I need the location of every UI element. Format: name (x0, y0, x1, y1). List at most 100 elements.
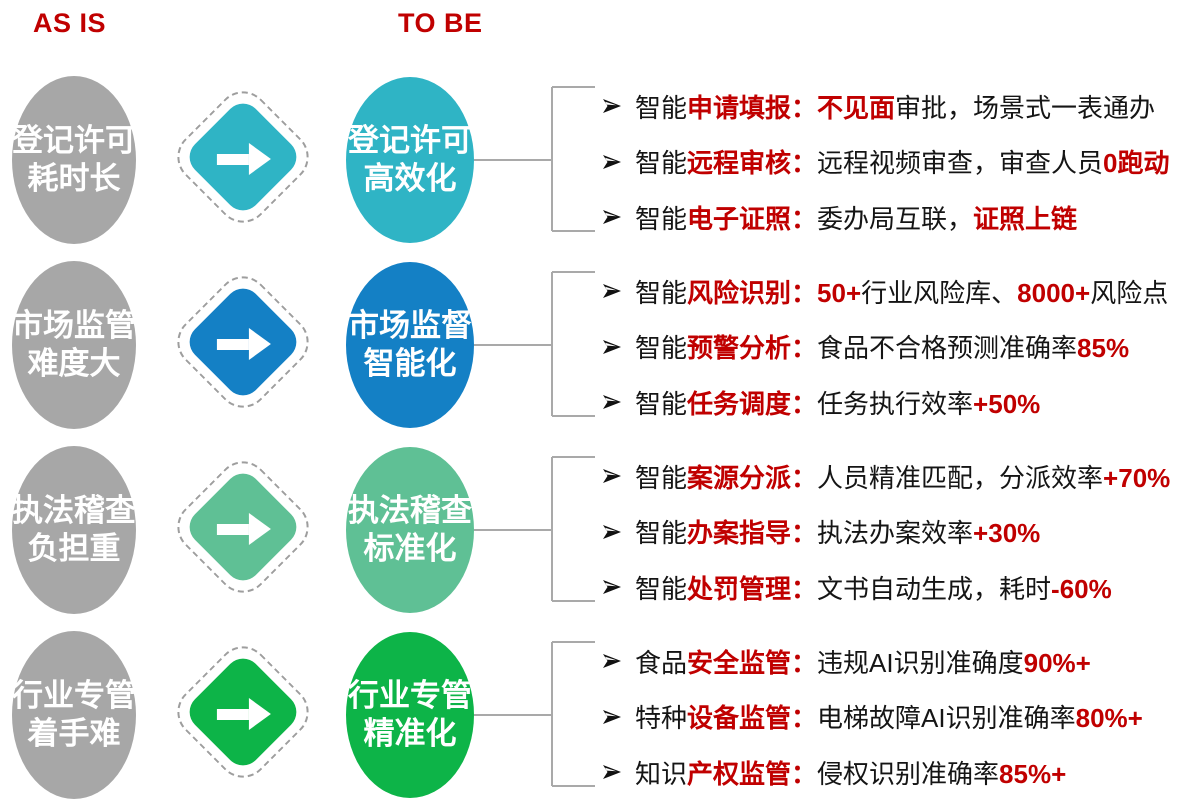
highlight-text: 案源分派： (687, 462, 818, 493)
bracket-connector (474, 86, 595, 232)
highlight-text: 80%+ (1075, 703, 1143, 733)
highlight-text: 0跑动 (1103, 148, 1170, 178)
bullet-text: 智能申请填报：不见面审批，场景式一表通办 (635, 88, 1155, 125)
plain-text: 侵权识别准确率 (817, 758, 1000, 789)
plain-text: 违规AI识别准确度 (817, 647, 1024, 678)
plain-text: 知识 (635, 758, 688, 789)
bullet-text: 智能预警分析：食品不合格预测准确率85% (635, 328, 1129, 365)
bullet-text: 食品安全监管：违规AI识别准确度90%+ (635, 643, 1091, 680)
bullet-item: 智能预警分析：食品不合格预测准确率85% (602, 331, 1198, 363)
bullet-text: 智能案源分派：人员精准匹配，分派效率+70% (635, 458, 1170, 495)
bullet-item: 智能风险识别：50+行业风险库、8000+风险点 (602, 273, 1198, 310)
highlight-text: 安全监管： (687, 647, 818, 678)
transformation-row: 登记许可 耗时长 登记许可 高效化 智能申请填报：不见面审批，场景式一表通办 (0, 70, 1198, 250)
bullet-item: 智能处罚管理：文书自动生成，耗时-60% (602, 569, 1198, 606)
highlight-text: 85%+ (999, 758, 1067, 789)
highlight-text: 处罚管理： (687, 573, 818, 604)
plain-text: 特种 (635, 703, 688, 733)
plain-text: 风险点 (1090, 277, 1169, 308)
highlight-text: 申请填报： (687, 92, 818, 123)
plain-text: 行业风险库、 (861, 277, 1018, 308)
plain-text: 执法办案效率 (817, 518, 974, 548)
to-be-circle-label: 登记许可 高效化 (348, 123, 472, 196)
to-be-header: TO BE (398, 8, 483, 38)
bullet-list: 智能申请填报：不见面审批，场景式一表通办 智能远程审核：远程视频审查，审查人员0… (602, 70, 1198, 250)
bullet-text: 特种设备监管：电梯故障AI识别准确率80%+ (635, 698, 1143, 735)
plain-text: 食品不合格预测准确率 (817, 333, 1078, 363)
bullet-text: 智能风险识别：50+行业风险库、8000+风险点 (635, 273, 1168, 310)
transform-diamond (166, 450, 320, 604)
bullet-text: 智能远程审核：远程视频审查，审查人员0跑动 (635, 143, 1170, 180)
plain-text: 智能 (635, 462, 688, 493)
arrowhead-bullet-icon (603, 469, 621, 483)
plain-text: 审批，场景式一表通办 (895, 92, 1156, 123)
bullet-text: 智能处罚管理：文书自动生成，耗时-60% (635, 569, 1112, 606)
arrowhead-bullet-icon (603, 284, 621, 298)
as-is-header: AS IS (33, 8, 107, 38)
arrowhead-bullet-icon (603, 524, 621, 539)
plain-text: 文书自动生成，耗时 (817, 573, 1052, 604)
bracket-connector (474, 271, 595, 417)
bullet-item: 食品安全监管：违规AI识别准确度90%+ (602, 643, 1198, 680)
arrowhead-bullet-icon (603, 99, 621, 113)
arrowhead-bullet-icon (603, 709, 621, 724)
bullet-item: 智能任务调度：任务执行效率+50% (602, 384, 1198, 421)
to-be-circle-label: 执法稽查 标准化 (348, 493, 472, 566)
plain-text: 智能 (635, 573, 688, 604)
bullet-list: 食品安全监管：违规AI识别准确度90%+ 特种设备监管：电梯故障AI识别准确率8… (602, 625, 1198, 800)
transform-diamond (166, 265, 320, 419)
highlight-text: 8000+ (1017, 277, 1091, 308)
arrowhead-bullet-icon (603, 210, 621, 224)
highlight-text: -60% (1051, 573, 1112, 604)
plain-text: 智能 (635, 518, 688, 548)
to-be-circle: 市场监督 智能化 (346, 262, 474, 428)
bullet-item: 智能申请填报：不见面审批，场景式一表通办 (602, 88, 1198, 125)
highlight-text: 产权监管： (687, 758, 818, 789)
plain-text: 智能 (635, 388, 688, 419)
bullet-item: 智能电子证照：委办局互联，证照上链 (602, 201, 1198, 234)
highlight-text: 85% (1077, 333, 1130, 363)
transform-diamond (166, 635, 320, 789)
plain-text: 智能 (635, 333, 688, 363)
to-be-circle: 登记许可 高效化 (346, 77, 474, 243)
arrowhead-bullet-icon (603, 654, 621, 668)
highlight-text: 50+ (817, 277, 862, 308)
as-is-circle-label: 市场监管 难度大 (12, 308, 136, 381)
bracket-connector (474, 456, 595, 602)
bullet-item: 特种设备监管：电梯故障AI识别准确率80%+ (602, 701, 1198, 733)
plain-text: 智能 (635, 203, 688, 234)
to-be-circle: 行业专管 精准化 (346, 632, 474, 798)
bullet-list: 智能案源分派：人员精准匹配，分派效率+70% 智能办案指导：执法办案效率+30%… (602, 440, 1198, 620)
highlight-text: 电子证照： (687, 203, 818, 234)
highlight-text: +30% (973, 518, 1041, 548)
bullet-text: 智能任务调度：任务执行效率+50% (635, 384, 1040, 421)
as-is-circle-label: 行业专管 着手难 (12, 678, 136, 751)
bullet-text: 智能办案指导：执法办案效率+30% (635, 513, 1040, 550)
bullet-text: 知识产权监管：侵权识别准确率85%+ (635, 754, 1066, 791)
highlight-text: 90%+ (1023, 647, 1091, 678)
plain-text: 任务执行效率 (817, 388, 974, 419)
right-arrow-icon (216, 143, 271, 175)
to-be-circle-label: 市场监督 智能化 (348, 308, 472, 381)
transformation-row: 市场监管 难度大 市场监督 智能化 智能风险识别：50+行业风险库、8000+风… (0, 255, 1198, 435)
transformation-row: 执法稽查 负担重 执法稽查 标准化 智能案源分派：人员精准匹配，分派效率+70% (0, 440, 1198, 620)
highlight-text: 预警分析： (687, 333, 818, 363)
bullet-item: 智能远程审核：远程视频审查，审查人员0跑动 (602, 146, 1198, 178)
arrowhead-bullet-icon (603, 339, 621, 354)
arrowhead-bullet-icon (603, 154, 621, 169)
right-arrow-icon (216, 328, 271, 360)
arrowhead-bullet-icon (603, 580, 621, 594)
to-be-circle-label: 行业专管 精准化 (348, 678, 472, 751)
as-is-circle: 行业专管 着手难 (12, 631, 136, 799)
as-is-circle: 执法稽查 负担重 (12, 446, 136, 614)
bullet-item: 智能办案指导：执法办案效率+30% (602, 516, 1198, 548)
plain-text: 智能 (635, 148, 688, 178)
plain-text: 人员精准匹配，分派效率 (817, 462, 1104, 493)
as-is-circle: 登记许可 耗时长 (12, 76, 136, 244)
highlight-text: 设备监管： (687, 703, 818, 733)
highlight-text: +70% (1103, 462, 1171, 493)
arrowhead-bullet-icon (603, 395, 621, 409)
to-be-circle: 执法稽查 标准化 (346, 447, 474, 613)
bullet-item: 知识产权监管：侵权识别准确率85%+ (602, 754, 1198, 791)
